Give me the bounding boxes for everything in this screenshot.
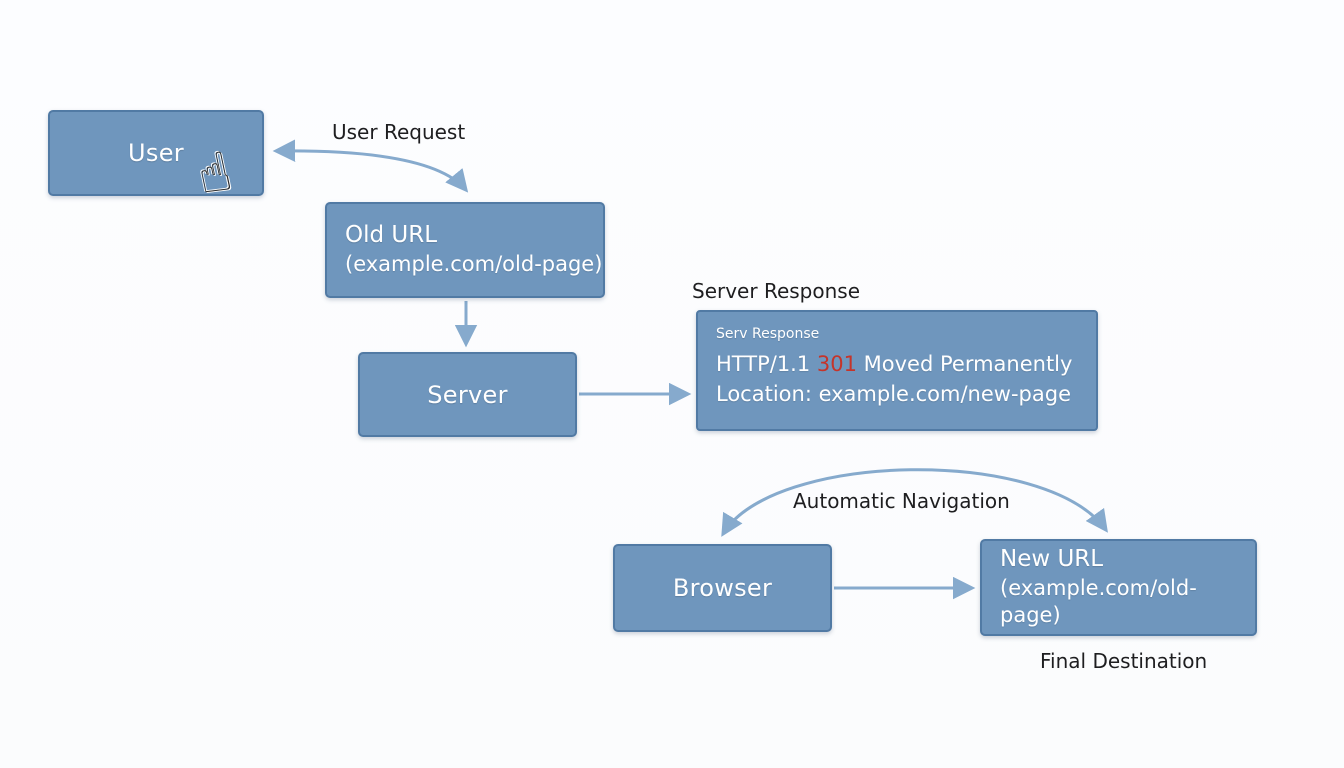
server-response-label: Server Response: [692, 279, 860, 303]
old-url-subtitle: (example.com/old-page): [345, 252, 603, 277]
server-label: Server: [427, 380, 508, 409]
user-label: User: [128, 139, 184, 167]
response-http-line: HTTP/1.1 301 Moved Permanently: [716, 350, 1078, 380]
browser-node: Browser: [613, 544, 832, 632]
user-node: User: [48, 110, 264, 196]
response-http-post: Moved Permanently: [856, 352, 1073, 376]
response-header: Serv Response: [716, 326, 820, 342]
final-destination-label: Final Destination: [1040, 649, 1208, 673]
response-http-pre: HTTP/1.1: [716, 352, 817, 376]
old-url-node: Old URL (example.com/old-page): [325, 202, 605, 298]
response-location-line: Location: example.com/new-page: [716, 381, 1071, 406]
server-response-node: Serv Response HTTP/1.1 301 Moved Permane…: [696, 310, 1098, 431]
user-request-label: User Request: [332, 120, 466, 144]
server-node: Server: [358, 352, 577, 437]
new-url-node: New URL (example.com/old-page): [980, 539, 1257, 636]
browser-label: Browser: [672, 574, 773, 602]
old-url-title: Old URL: [345, 222, 438, 249]
arrow-user-request: [272, 139, 469, 193]
automatic-navigation-label: Automatic Navigation: [793, 489, 1010, 513]
new-url-title: New URL: [1000, 546, 1104, 573]
response-status-code: 301: [816, 352, 857, 376]
new-url-subtitle: (example.com/old-page): [1000, 576, 1197, 628]
